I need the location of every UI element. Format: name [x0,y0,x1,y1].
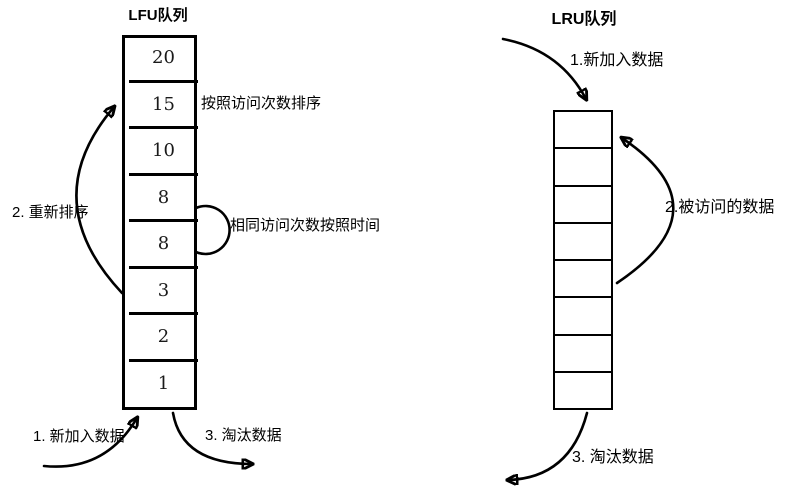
lfu-cell: 20 [129,36,198,83]
lru-cell [555,336,611,373]
lru-cell [555,187,611,224]
lfu-cell: 15 [129,83,198,129]
lru-cell [555,298,611,336]
lfu-cell: 10 [129,129,198,176]
lfu-reorder-arrow [75,107,124,295]
lru-cell [555,149,611,187]
lfu-cell: 8 [129,176,198,222]
lfu-same-count-loop [194,204,231,256]
lru-evict-label: 3. 淘汰数据 [572,449,654,466]
lfu-cell: 3 [129,269,198,315]
lru-cell [555,373,611,408]
lfu-cell: 8 [129,222,198,269]
lfu-same-count-by-time-label: 相同访问次数按照时间 [230,217,381,234]
lru-cell [555,224,611,261]
lru-new-data-label: 1.新加入数据 [570,52,664,69]
lfu-cell: 2 [129,315,198,362]
lru-queue-stack [553,110,613,410]
lru-cell [555,261,611,299]
lfu-queue-stack: 20 15 10 8 8 3 2 1 [122,35,198,410]
lru-queue-title: LRU队列 [551,11,617,28]
lru-accessed-data-label: 2.被访问的数据 [665,199,775,216]
lfu-sort-by-count-label: 按照访问次数排序 [201,95,322,112]
lfu-reorder-label: 2. 重新排序 [12,204,89,221]
lru-cell [555,112,611,150]
lfu-new-data-label: 1. 新加入数据 [33,428,125,445]
lru-evict-arrow [508,411,589,480]
lfu-cell: 1 [157,372,170,394]
lfu-evict-label: 3. 淘汰数据 [205,427,282,444]
lfu-queue-title: LFU队列 [128,7,188,24]
